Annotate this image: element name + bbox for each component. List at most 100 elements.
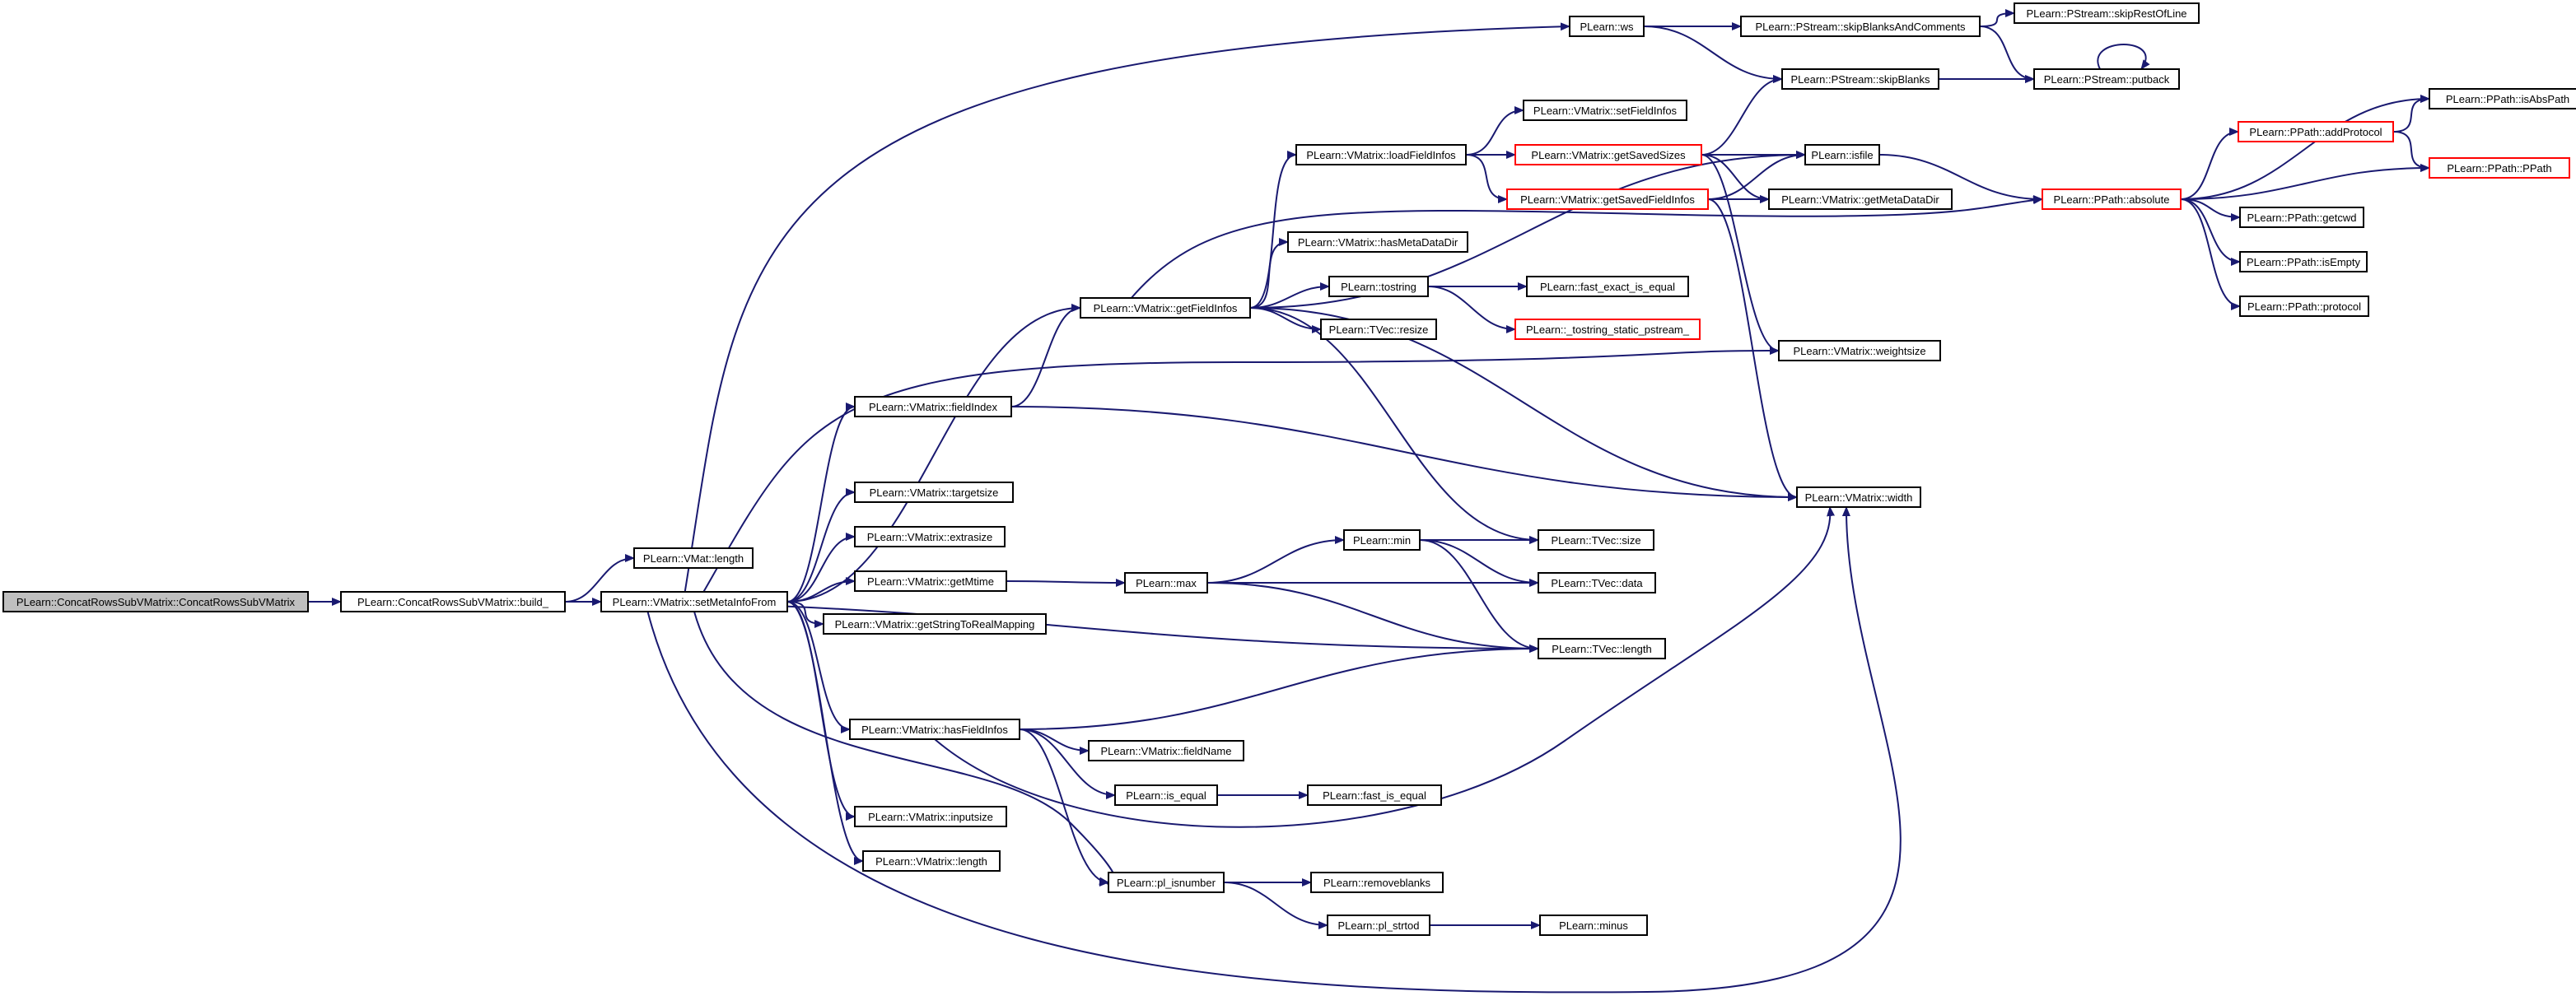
- node-fieldName[interactable]: PLearn::VMatrix::fieldName: [1088, 740, 1244, 761]
- node-getMtime[interactable]: PLearn::VMatrix::getMtime: [854, 570, 1007, 592]
- node-weightsize[interactable]: PLearn::VMatrix::weightsize: [1778, 340, 1941, 361]
- edge-setMetaInfoFrom-to-targetsize: [786, 488, 856, 603]
- edge-path: [1223, 882, 1328, 929]
- node-getFieldInfos[interactable]: PLearn::VMatrix::getFieldInfos: [1080, 297, 1251, 319]
- node-vmat-length[interactable]: PLearn::VMat::length: [633, 547, 754, 569]
- edge-path: [1979, 9, 2015, 27]
- edge-path: [2180, 198, 2241, 266]
- node-tvec-length[interactable]: PLearn::TVec::length: [1538, 638, 1666, 659]
- node-build-[interactable]: PLearn::ConcatRowsSubVMatrix::build_: [340, 591, 566, 612]
- node-width[interactable]: PLearn::VMatrix::width: [1796, 486, 1921, 508]
- edge-path: [1010, 406, 1798, 501]
- node-box: [1569, 16, 1645, 37]
- node-setMetaInfoFrom[interactable]: PLearn::VMatrix::setMetaInfoFrom: [600, 591, 788, 612]
- node-pl-strtod[interactable]: PLearn::pl_strtod: [1327, 915, 1430, 936]
- node-min[interactable]: PLearn::min: [1343, 529, 1421, 551]
- edge-loadFieldInfos-to-setFieldInfos: [1465, 106, 1524, 156]
- node-label: PLearn::TVec::resize: [1329, 323, 1429, 336]
- edge-path: [1419, 539, 1539, 653]
- edge-min-to-tvec_data: [1419, 539, 1539, 587]
- edge-path: [1643, 26, 1783, 83]
- node-vmatrix-length[interactable]: PLearn::VMatrix::length: [862, 850, 1001, 872]
- node-getStringToRealMapping[interactable]: PLearn::VMatrix::getStringToRealMapping: [823, 613, 1047, 635]
- node-label: PLearn::VMatrix::fieldIndex: [869, 401, 998, 413]
- edge-path: [693, 611, 1118, 886]
- node-putback[interactable]: PLearn::PStream::putback: [2033, 68, 2180, 90]
- node-label: PLearn::PStream::skipBlanks: [1790, 73, 1930, 86]
- edge-setMetaInfoFrom-to-vmatrix_length: [786, 601, 864, 865]
- node-tostring-static[interactable]: PLearn::_tostring_static_pstream_: [1514, 319, 1701, 340]
- node-ppath-ctor[interactable]: PLearn::PPath::PPath: [2429, 157, 2570, 179]
- node-extrasize[interactable]: PLearn::VMatrix::extrasize: [854, 526, 1006, 547]
- node-hasFieldInfos[interactable]: PLearn::VMatrix::hasFieldInfos: [849, 719, 1020, 740]
- node-box: [1514, 319, 1701, 340]
- node-skipRestOfLine[interactable]: PLearn::PStream::skipRestOfLine: [2014, 2, 2200, 24]
- node-tostring[interactable]: PLearn::tostring: [1328, 276, 1429, 297]
- node-absolute[interactable]: PLearn::PPath::absolute: [2042, 188, 2182, 210]
- node-getSavedFieldInfos[interactable]: PLearn::VMatrix::getSavedFieldInfos: [1506, 188, 1709, 210]
- edge-setMetaInfoFrom-to-getStringToRealMapping: [786, 601, 824, 628]
- edge-setMetaInfoFrom-to-weightsize: [702, 346, 1780, 593]
- node-removeblanks[interactable]: PLearn::removeblanks: [1310, 872, 1444, 893]
- edge-path: [2180, 164, 2430, 200]
- node-box: [854, 806, 1007, 827]
- node-getMetaDataDir[interactable]: PLearn::VMatrix::getMetaDataDir: [1768, 188, 1953, 210]
- node-box: [2042, 188, 2182, 210]
- edge-setMetaInfoFrom-to-width: [646, 506, 1902, 994]
- node-loadFieldInfos[interactable]: PLearn::VMatrix::loadFieldInfos: [1295, 144, 1467, 165]
- node-setFieldInfos[interactable]: PLearn::VMatrix::setFieldInfos: [1523, 100, 1687, 121]
- node-label: PLearn::VMatrix::getFieldInfos: [1094, 302, 1238, 314]
- edge-path: [1019, 728, 1116, 799]
- node-fast-is-equal[interactable]: PLearn::fast_is_equal: [1307, 784, 1442, 806]
- node-tvec-data[interactable]: PLearn::TVec::data: [1538, 572, 1656, 593]
- node-getcwd[interactable]: PLearn::PPath::getcwd: [2239, 207, 2364, 228]
- node-box: [862, 850, 1001, 872]
- node-isEmpty[interactable]: PLearn::PPath::isEmpty: [2239, 251, 2368, 272]
- node-isfile[interactable]: PLearn::isfile: [1804, 144, 1880, 165]
- edge-path: [1249, 238, 1289, 309]
- node-skipBlanksAndComments[interactable]: PLearn::PStream::skipBlanksAndComments: [1740, 16, 1981, 37]
- node-box: [1796, 486, 1921, 508]
- node-label: PLearn::VMatrix::getSavedFieldInfos: [1520, 193, 1695, 206]
- node-root[interactable]: PLearn::ConcatRowsSubVMatrix::ConcatRows…: [2, 591, 309, 612]
- edge-fieldIndex-to-getFieldInfos: [1010, 304, 1081, 407]
- node-box: [1343, 529, 1421, 551]
- edge-getFieldInfos-to-absolute: [1131, 196, 2043, 299]
- edge-getSavedSizes-to-weightsize: [1701, 154, 1780, 355]
- node-box: [1114, 784, 1218, 806]
- node-skipBlanks[interactable]: PLearn::PStream::skipBlanks: [1781, 68, 1939, 90]
- node-protocol[interactable]: PLearn::PPath::protocol: [2239, 296, 2369, 317]
- edge-pl_isnumber-to-pl_strtod: [1223, 882, 1328, 929]
- node-box: [2429, 88, 2576, 109]
- edge-path: [2180, 198, 2241, 221]
- node-box: [1295, 144, 1467, 165]
- node-ws[interactable]: PLearn::ws: [1569, 16, 1645, 37]
- node-targetsize[interactable]: PLearn::VMatrix::targetsize: [854, 482, 1014, 503]
- node-is-equal[interactable]: PLearn::is_equal: [1114, 784, 1218, 806]
- edge-absolute-to-isAbsPath: [2180, 95, 2430, 200]
- edge-hasFieldInfos-to-is_equal: [1019, 728, 1116, 799]
- node-hasMetaDataDir[interactable]: PLearn::VMatrix::hasMetaDataDir: [1287, 231, 1468, 253]
- node-box: [1320, 319, 1437, 340]
- edge-path: [564, 554, 635, 603]
- node-inputsize[interactable]: PLearn::VMatrix::inputsize: [854, 806, 1007, 827]
- node-getSavedSizes[interactable]: PLearn::VMatrix::getSavedSizes: [1514, 144, 1702, 165]
- node-fieldIndex[interactable]: PLearn::VMatrix::fieldIndex: [854, 396, 1012, 417]
- node-pl-isnumber[interactable]: PLearn::pl_isnumber: [1108, 872, 1225, 893]
- node-label: PLearn::pl_strtod: [1337, 919, 1419, 932]
- node-isAbsPath[interactable]: PLearn::PPath::isAbsPath: [2429, 88, 2576, 109]
- edge-path: [1249, 151, 1806, 309]
- node-label: PLearn::PPath::isEmpty: [2247, 256, 2361, 268]
- node-max[interactable]: PLearn::max: [1124, 572, 1208, 593]
- edge-layer: [307, 9, 2430, 994]
- node-fast-exact-is-equal[interactable]: PLearn::fast_exact_is_equal: [1526, 276, 1689, 297]
- node-tvec-resize[interactable]: PLearn::TVec::resize: [1320, 319, 1437, 340]
- node-label: PLearn::PStream::putback: [2044, 73, 2170, 86]
- node-addProtocol[interactable]: PLearn::PPath::addProtocol: [2238, 121, 2394, 142]
- edge-getMtime-to-max: [1006, 578, 1126, 587]
- node-box: [2239, 296, 2369, 317]
- node-minus[interactable]: PLearn::minus: [1539, 915, 1648, 936]
- node-tvec-size[interactable]: PLearn::TVec::size: [1538, 529, 1654, 551]
- edge-path: [1010, 304, 1081, 407]
- node-box: [2238, 121, 2394, 142]
